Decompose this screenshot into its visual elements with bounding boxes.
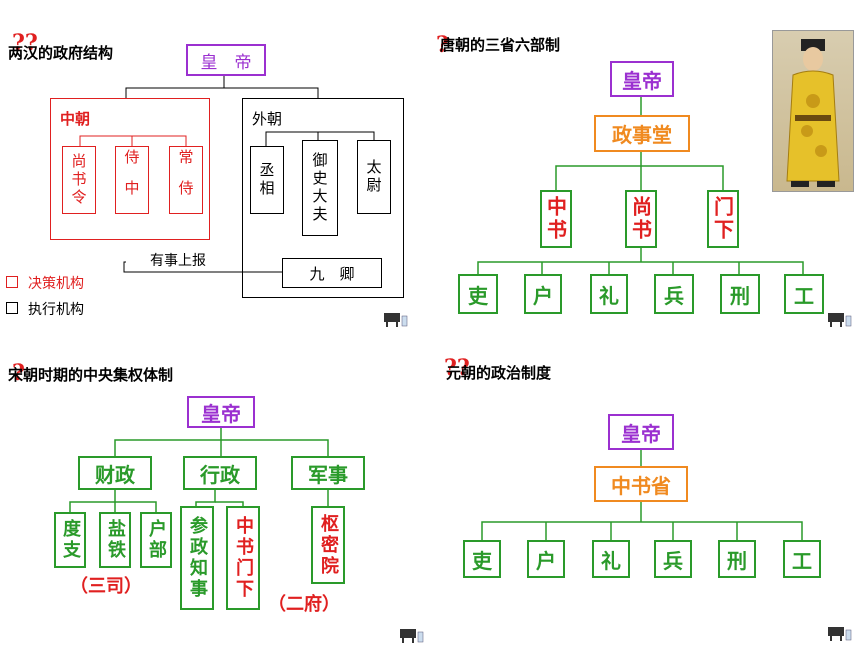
question-mark-icon: ?? — [12, 30, 38, 56]
ministry-hu: 户 — [527, 540, 565, 578]
ministry-hu: 户 — [524, 274, 562, 314]
q1-title: 两汉的政府结构 — [8, 44, 114, 62]
legend-execution: 执行机构 — [28, 302, 84, 318]
canzhengzhishi-box: 参政知事 — [180, 506, 214, 610]
taiwei-box: 太尉 — [357, 140, 391, 214]
ministry-bing: 兵 — [654, 274, 694, 314]
finance-box: 财政 — [78, 456, 152, 490]
q1-emperor-box: 皇 帝 — [186, 44, 266, 76]
administration-box: 行政 — [183, 456, 257, 490]
question-mark-icon: ? — [12, 360, 25, 386]
ministry-li-rites: 礼 — [592, 540, 630, 578]
ding-cauldron-icon[interactable] — [398, 626, 424, 644]
ding-cauldron-icon[interactable] — [826, 310, 852, 328]
question-mark-icon: ? — [436, 32, 449, 58]
inner-court-label: 中朝 — [60, 110, 91, 128]
outer-court-frame — [242, 98, 404, 298]
q3-title: 宋朝时期的中央集权体制 — [8, 366, 174, 384]
shumiyuan-box: 枢密院 — [311, 506, 345, 584]
military-box: 军事 — [291, 456, 365, 490]
ministry-xing: 刑 — [720, 274, 760, 314]
ding-cauldron-icon[interactable] — [382, 310, 408, 328]
q2-emperor-box: 皇帝 — [610, 61, 674, 97]
ministry-li-personnel: 吏 — [458, 274, 498, 314]
changshi-box: 常侍 — [169, 146, 203, 214]
ministry-bing: 兵 — [654, 540, 692, 578]
emperor-portrait-image — [772, 30, 854, 192]
shangshuling-box: 尚书令 — [62, 146, 96, 214]
menxia-box: 门下 — [707, 190, 739, 248]
ministry-gong: 工 — [783, 540, 821, 578]
ministry-xing: 刑 — [718, 540, 756, 578]
q4-emperor-box: 皇帝 — [608, 414, 674, 450]
yushidafu-box: 御史大夫 — [302, 140, 338, 236]
q4-title: 元朝的政治制度 — [446, 364, 552, 382]
hubu-box: 户部 — [140, 512, 172, 568]
shizhong-box: 侍中 — [115, 146, 149, 214]
erfu-label: （二府） — [268, 594, 340, 615]
legend-red-square — [6, 276, 18, 288]
yantie-box: 盐铁 — [99, 512, 131, 568]
outer-court-label: 外朝 — [252, 110, 283, 128]
chengxiang-box: 丞相 — [250, 146, 284, 214]
ministry-li-rites: 礼 — [590, 274, 628, 314]
ding-cauldron-icon[interactable] — [826, 624, 852, 642]
q3-emperor-box: 皇帝 — [187, 396, 255, 428]
question-mark-icon: ?? — [444, 355, 470, 381]
ministry-li-personnel: 吏 — [463, 540, 501, 578]
legend-black-square — [6, 302, 18, 314]
report-label: 有事上报 — [150, 253, 206, 269]
zhongshusheng-box: 中书省 — [594, 466, 688, 502]
sansi-label: （三司） — [70, 576, 142, 597]
shangshu-box: 尚书 — [625, 190, 657, 248]
duzhi-box: 度支 — [54, 512, 86, 568]
ministry-gong: 工 — [784, 274, 824, 314]
jiuqing-box: 九 卿 — [282, 258, 382, 288]
legend-decision: 决策机构 — [28, 276, 84, 292]
zhengshitang-box: 政事堂 — [594, 115, 690, 152]
zhongshu-box: 中书 — [540, 190, 572, 248]
zhongshumenxia-box: 中书门下 — [226, 506, 260, 610]
inner-court-frame — [50, 98, 210, 240]
q2-title: 唐朝的三省六部制 — [440, 36, 561, 54]
